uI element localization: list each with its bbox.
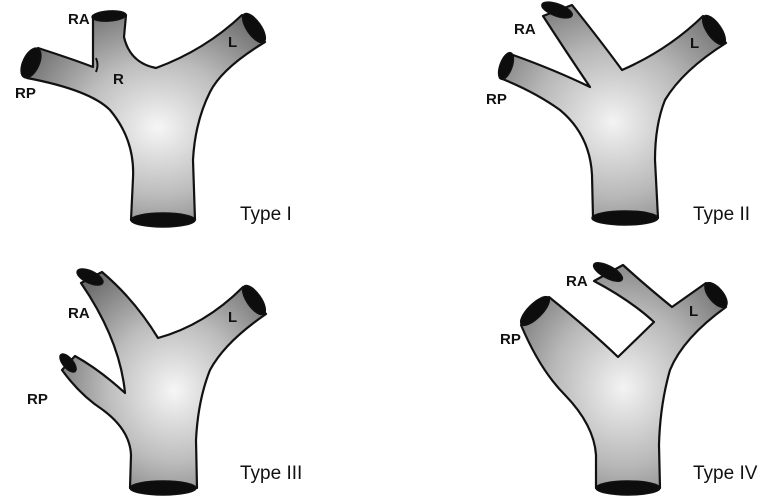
label-ra: RA <box>566 273 588 290</box>
type-label: Type I <box>240 204 292 225</box>
label-rp: RP <box>15 85 36 102</box>
label-l: L <box>689 303 698 320</box>
vessel-type-1 <box>25 13 267 222</box>
label-l: L <box>228 34 237 51</box>
label-l: L <box>690 35 699 52</box>
panel-type-3: RA RP L Type III <box>27 268 302 496</box>
label-rp: RP <box>500 331 521 348</box>
vessel-type-4 <box>519 263 728 490</box>
label-ra: RA <box>514 21 536 38</box>
rp-opening <box>519 295 551 327</box>
rp-opening <box>20 47 42 79</box>
trunk-opening <box>595 480 661 496</box>
l-opening <box>241 284 267 316</box>
l-opening <box>701 14 727 46</box>
label-r: R <box>113 71 124 88</box>
type-label: Type IV <box>693 463 758 484</box>
trunk-opening <box>591 210 659 226</box>
trunk-opening <box>130 212 196 228</box>
label-l: L <box>228 309 237 326</box>
label-rp: RP <box>486 91 507 108</box>
rp-opening <box>59 353 77 373</box>
l-opening <box>704 281 728 309</box>
rp-opening <box>497 51 515 81</box>
ra-opening <box>91 10 127 22</box>
label-rp: RP <box>27 391 48 408</box>
panel-type-1: RA RP R L Type I <box>15 10 292 228</box>
panel-type-4: RA RP L Type IV <box>500 262 758 496</box>
l-opening <box>241 12 267 44</box>
label-ra: RA <box>68 11 90 28</box>
vessel-type-3 <box>60 270 268 490</box>
r-branch-mark <box>95 57 99 73</box>
type-label: Type II <box>693 204 750 225</box>
ra-opening <box>592 262 624 282</box>
ra-opening <box>76 268 104 286</box>
type-label: Type III <box>240 463 302 484</box>
trunk-opening <box>129 480 197 496</box>
label-ra: RA <box>68 305 90 322</box>
ra-opening <box>541 1 573 19</box>
panel-type-2: RA RP L Type II <box>486 1 750 226</box>
